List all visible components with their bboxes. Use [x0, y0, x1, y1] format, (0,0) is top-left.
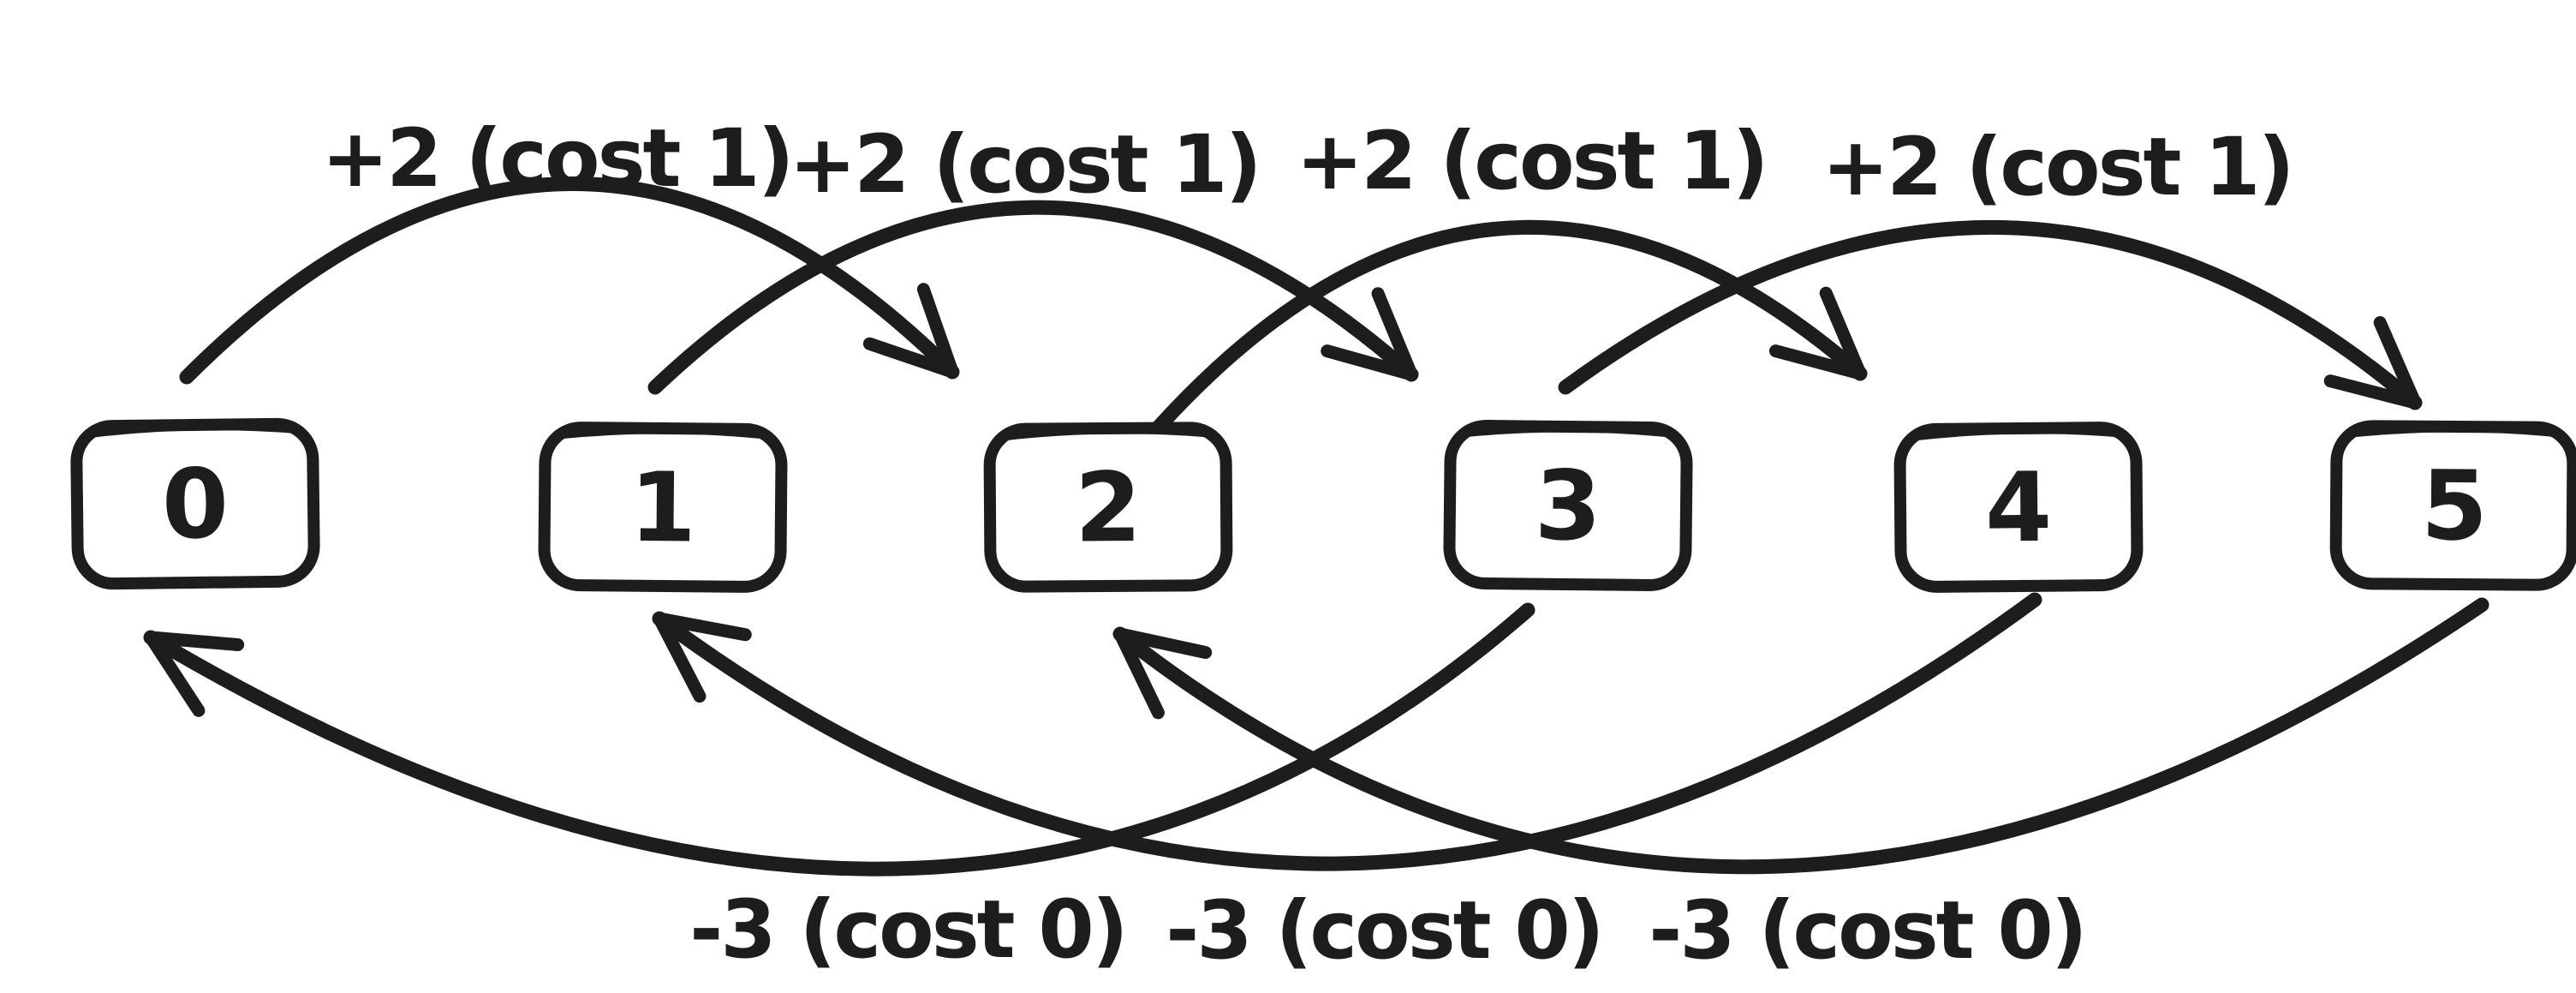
node-box-overdraw-4 — [1909, 426, 2125, 441]
arrowhead-barb-3-to-0-a — [144, 631, 206, 717]
edge-back-3-to-0 — [143, 602, 1535, 876]
arrowhead-barb-4-to-1-b — [653, 612, 752, 642]
nodes-group: 0 1 2 3 4 5 — [70, 417, 2576, 593]
forward-edges-group — [179, 176, 2423, 455]
forward-edge-label-0-to-2: +2 (cost 1) — [321, 112, 791, 206]
arrowhead-barb-2-to-4-b — [1768, 344, 1867, 380]
node-box-overdraw-3 — [1460, 424, 1676, 438]
node-label-0: 0 — [161, 449, 230, 561]
node-box-overdraw-2 — [999, 426, 1214, 441]
node-4: 4 — [1893, 422, 2144, 593]
arrowhead-barb-1-to-3-a — [1371, 287, 1418, 381]
edge-fwd-1-to-3 — [647, 200, 1419, 395]
backward-edge-label-5-to-2: -3 (cost 0) — [1649, 884, 2084, 978]
node-box-overdraw-5 — [2346, 424, 2562, 438]
edge-fwd-0-to-2 — [179, 176, 960, 385]
arrowhead-barb-3-to-0-b — [144, 631, 245, 651]
node-1: 1 — [538, 422, 788, 593]
node-label-2: 2 — [1075, 452, 1142, 565]
forward-edge-label-3-to-5: +2 (cost 1) — [1822, 121, 2292, 214]
edge-labels-group: -3 (cost 0) -3 (cost 0) -3 (cost 0) +2 (cos… — [321, 112, 2294, 978]
backward-edge-label-4-to-1: -3 (cost 0) — [1166, 884, 1601, 978]
node-label-4: 4 — [1984, 452, 2052, 565]
node-label-1: 1 — [629, 452, 696, 565]
forward-edge-label-1-to-3: +2 (cost 1) — [789, 118, 1259, 212]
edge-back-5-to-2 — [1112, 597, 2490, 875]
arrowhead-barb-2-to-4-a — [1819, 286, 1867, 380]
arrowhead-barb-0-to-2-b — [862, 337, 959, 379]
backward-edge-label-3-to-0: -3 (cost 0) — [689, 883, 1125, 977]
forward-edge-label-2-to-4: +2 (cost 1) — [1296, 115, 1766, 208]
node-0: 0 — [70, 417, 320, 590]
node-box-overdraw-0 — [86, 422, 301, 438]
node-3: 3 — [1443, 419, 1693, 592]
arrowhead-barb-1-to-3-b — [1321, 344, 1418, 381]
arrowhead-barb-5-to-2-a — [1113, 627, 1165, 720]
backward-edges-group — [143, 592, 2490, 876]
arrowhead-barb-0-to-2-a — [916, 283, 959, 379]
node-5: 5 — [2329, 420, 2576, 591]
node-box-overdraw-1 — [555, 426, 771, 440]
node-label-3: 3 — [1534, 451, 1601, 563]
edge-back-4-to-1 — [652, 592, 2042, 871]
arrowhead-barb-5-to-2-b — [1113, 627, 1213, 660]
node-label-5: 5 — [2421, 451, 2489, 563]
arrowhead-barb-4-to-1-a — [653, 612, 707, 703]
edge-fwd-3-to-5 — [1558, 219, 2423, 410]
arrowhead-barb-3-to-5-b — [2323, 374, 2422, 410]
arrowhead-barb-3-to-5-a — [2373, 316, 2422, 410]
edge-fwd-2-to-4 — [1133, 219, 1868, 455]
node-2: 2 — [983, 422, 1233, 593]
